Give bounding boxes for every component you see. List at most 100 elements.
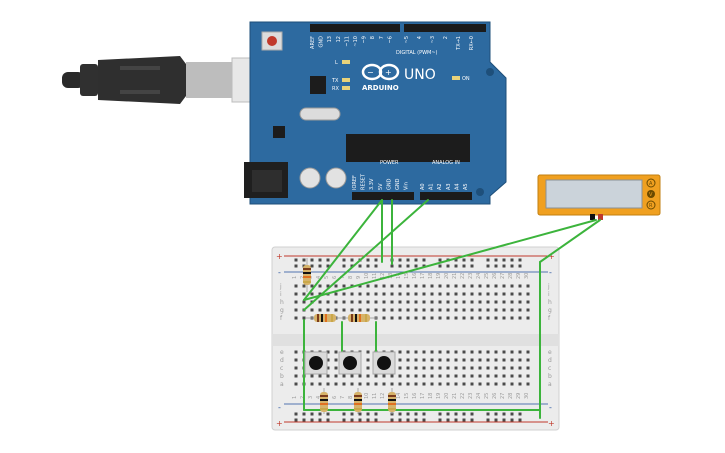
breadboard-hole[interactable] [526, 292, 530, 296]
breadboard-hole[interactable] [406, 374, 410, 378]
breadboard-hole[interactable] [294, 258, 298, 262]
breadboard-hole[interactable] [430, 366, 434, 370]
breadboard-hole[interactable] [446, 308, 450, 312]
breadboard-hole[interactable] [374, 308, 378, 312]
breadboard-hole[interactable] [318, 374, 322, 378]
breadboard-hole[interactable] [510, 382, 514, 386]
breadboard-hole[interactable] [390, 316, 394, 320]
breadboard-hole[interactable] [358, 418, 362, 422]
breadboard-hole[interactable] [414, 300, 418, 304]
mode-a-icon[interactable] [646, 178, 656, 188]
breadboard-hole[interactable] [334, 366, 338, 370]
breadboard-hole[interactable] [350, 308, 354, 312]
breadboard-hole[interactable] [366, 292, 370, 296]
breadboard-hole[interactable] [422, 366, 426, 370]
breadboard-hole[interactable] [326, 300, 330, 304]
breadboard-hole[interactable] [358, 412, 362, 416]
breadboard-hole[interactable] [526, 300, 530, 304]
breadboard-hole[interactable] [438, 358, 442, 362]
breadboard-hole[interactable] [390, 300, 394, 304]
breadboard-hole[interactable] [318, 264, 322, 268]
breadboard-hole[interactable] [502, 358, 506, 362]
breadboard-hole[interactable] [294, 366, 298, 370]
breadboard-hole[interactable] [414, 366, 418, 370]
breadboard-hole[interactable] [366, 366, 370, 370]
breadboard-hole[interactable] [438, 258, 442, 262]
multimeter[interactable]: A V R [537, 174, 661, 220]
breadboard-hole[interactable] [326, 374, 330, 378]
breadboard-hole[interactable] [414, 418, 418, 422]
breadboard-hole[interactable] [326, 382, 330, 386]
breadboard-hole[interactable] [414, 350, 418, 354]
breadboard-hole[interactable] [446, 374, 450, 378]
breadboard-hole[interactable] [510, 418, 514, 422]
breadboard-hole[interactable] [494, 374, 498, 378]
breadboard-hole[interactable] [486, 284, 490, 288]
breadboard-hole[interactable] [502, 418, 506, 422]
breadboard-hole[interactable] [526, 374, 530, 378]
breadboard-hole[interactable] [414, 292, 418, 296]
breadboard-hole[interactable] [366, 308, 370, 312]
breadboard-hole[interactable] [334, 308, 338, 312]
breadboard-hole[interactable] [318, 284, 322, 288]
breadboard-hole[interactable] [366, 382, 370, 386]
breadboard-hole[interactable] [422, 382, 426, 386]
resistors[interactable] [303, 258, 396, 414]
breadboard-hole[interactable] [422, 358, 426, 362]
breadboard-hole[interactable] [366, 264, 370, 268]
breadboard-hole[interactable] [294, 412, 298, 416]
breadboard-hole[interactable] [374, 300, 378, 304]
breadboard-hole[interactable] [494, 264, 498, 268]
breadboard-hole[interactable] [470, 300, 474, 304]
breadboard-hole[interactable] [502, 264, 506, 268]
breadboard-hole[interactable] [374, 412, 378, 416]
breadboard-hole[interactable] [302, 316, 306, 320]
breadboard-hole[interactable] [486, 264, 490, 268]
breadboard-hole[interactable] [422, 284, 426, 288]
breadboard-hole[interactable] [382, 284, 386, 288]
pushbutton-2[interactable] [338, 351, 362, 375]
breadboard-hole[interactable] [358, 300, 362, 304]
breadboard-hole[interactable] [382, 292, 386, 296]
breadboard-hole[interactable] [366, 350, 370, 354]
breadboard-hole[interactable] [486, 300, 490, 304]
breadboard-hole[interactable] [526, 316, 530, 320]
breadboard-hole[interactable] [302, 258, 306, 262]
breadboard-hole[interactable] [366, 412, 370, 416]
breadboard-hole[interactable] [430, 284, 434, 288]
breadboard-hole[interactable] [438, 374, 442, 378]
breadboard-hole[interactable] [326, 358, 330, 362]
breadboard-hole[interactable] [494, 284, 498, 288]
breadboard-hole[interactable] [438, 316, 442, 320]
breadboard-hole[interactable] [374, 258, 378, 262]
breadboard-hole[interactable] [462, 366, 466, 370]
wire-probe-red[interactable] [539, 219, 601, 263]
breadboard-hole[interactable] [406, 316, 410, 320]
breadboard-hole[interactable] [438, 308, 442, 312]
breadboard-hole[interactable] [470, 264, 474, 268]
breadboard-hole[interactable] [510, 350, 514, 354]
breadboard-hole[interactable] [526, 382, 530, 386]
breadboard-hole[interactable] [502, 292, 506, 296]
breadboard-hole[interactable] [510, 264, 514, 268]
breadboard-hole[interactable] [398, 316, 402, 320]
mode-r-icon[interactable] [646, 200, 656, 210]
breadboard-hole[interactable] [486, 412, 490, 416]
breadboard-hole[interactable] [342, 412, 346, 416]
breadboard-hole[interactable] [502, 308, 506, 312]
breadboard-hole[interactable] [494, 350, 498, 354]
breadboard-hole[interactable] [510, 292, 514, 296]
breadboard-hole[interactable] [406, 350, 410, 354]
breadboard-hole[interactable] [462, 350, 466, 354]
breadboard-hole[interactable] [446, 366, 450, 370]
breadboard-hole[interactable] [478, 382, 482, 386]
breadboard-hole[interactable] [406, 418, 410, 422]
breadboard-hole[interactable] [350, 292, 354, 296]
breadboard-hole[interactable] [470, 412, 474, 416]
breadboard-hole[interactable] [326, 350, 330, 354]
breadboard-hole[interactable] [510, 300, 514, 304]
breadboard-hole[interactable] [406, 412, 410, 416]
breadboard-hole[interactable] [518, 316, 522, 320]
breadboard-hole[interactable] [518, 412, 522, 416]
breadboard-hole[interactable] [462, 382, 466, 386]
